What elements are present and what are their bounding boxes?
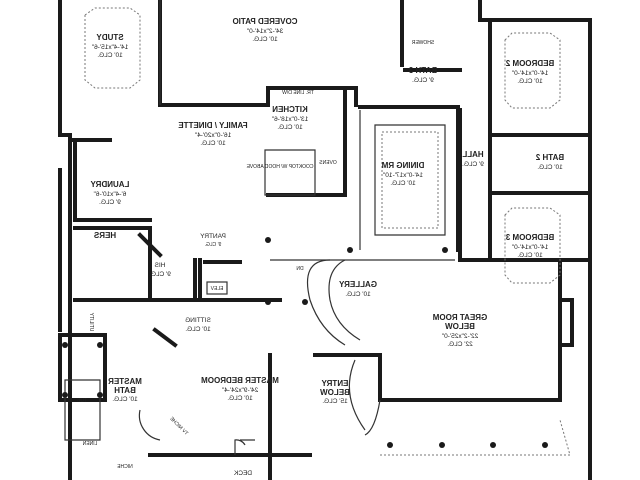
room-family-dinette: FAMILY / DINETTE 16'-0"x20'-4" 10' CLG. [178,121,248,147]
room-ceiling: 9' CLG. [205,242,222,248]
room-sitting: SITTING 10' CLG. [185,317,211,333]
room-name: DINING RM [381,161,424,170]
room-ceiling: 9' CLG. [412,77,434,84]
utility-note: UTILITY [88,312,94,331]
room-dims: 14'-4"x15'-6" [91,44,128,51]
room-deck: DECK [233,470,252,477]
room-dims: 14'-0"x17'-10" [382,172,423,179]
room-sub: BELOW [320,388,350,397]
shower-note: SHOWER [411,40,434,46]
room-ceiling: 10' CLG. [97,52,123,59]
posts [62,237,548,448]
room-ceiling: 10' CLG. [112,396,138,403]
room-name: PANTRY [199,233,225,240]
tr-line-note: TR. LINE D/W [282,90,314,96]
linen-note: LINEN [82,441,97,447]
room-name: HERS [93,231,116,240]
room-dims: 34'-2"x14'-0" [246,28,283,35]
room-ceiling: 9' CLG. [149,271,171,278]
room-name: LAUNDRY [90,180,129,189]
room-sub: BELOW [445,322,475,331]
room-name: GREAT ROOM [432,313,487,322]
room-name: BEDROOM 3 [505,233,554,242]
room-hers: HERS [93,231,116,240]
room-dining: DINING RM 14'-0"x17'-10" 10' CLG. [381,161,424,187]
room-ceiling: 9' CLG. [462,161,484,168]
room-name: BATH 3 [408,66,437,75]
room-sub: BATH [114,386,136,395]
room-ceiling: 22' CLG. [447,341,473,348]
room-ceiling: 10' CLG. [537,164,563,171]
room-bedroom2: BEDROOM 2 14'-0"x14'-0" 10' CLG. [505,59,554,85]
room-dims: 14'-0"x14'-0" [511,244,548,251]
elev-label: ELEV [210,286,223,292]
room-dims: 13'-0"x18'-6" [271,116,308,123]
room-kitchen: KITCHEN 13'-0"x18'-6" 10' CLG. [271,105,308,131]
room-ceiling: 10' CLG. [345,291,371,298]
tv-niche-note: TV NICHE [168,415,189,436]
room-name: MASTER [108,377,142,386]
room-entry: ENTRY BELOW 15' CLG. [320,379,350,405]
room-bath2: BATH 2 10' CLG. [535,153,564,171]
room-bath3: BATH 3 9' CLG. [408,66,437,84]
room-name: BEDROOM 2 [505,59,554,68]
room-ceiling: 10' CLG. [252,36,278,43]
room-name: ENTRY [321,379,348,388]
room-name: MASTER BEDROOM [201,376,279,385]
room-ceiling: 10' CLG. [517,78,543,85]
room-name: HIS [154,262,166,269]
room-name: GALLERY [338,280,377,289]
room-ceiling: 9' CLG. [99,199,121,206]
room-ceiling: 10' CLG. [517,252,543,259]
room-covered-patio: COVERED PATIO 34'-2"x14'-0" 10' CLG. [232,17,297,43]
room-name: BATH 2 [535,153,564,162]
room-pantry: PANTRY 9' CLG. [199,233,225,248]
cooktop-note: COOKTOP W/ HOOD ABOVE [246,164,314,170]
room-dims: 24'-9"x24'-4" [221,387,258,394]
room-master-bath: MASTER BATH 10' CLG. [108,377,142,403]
room-name: KITCHEN [272,105,308,114]
room-name: DECK [233,470,252,477]
ovens-note: OVENS [319,160,337,166]
room-dims: 14'-0"x14'-0" [511,70,548,77]
room-ceiling: 10' CLG. [227,395,253,402]
room-bedroom3: BEDROOM 3 14'-0"x14'-0" 10' CLG. [505,233,554,259]
room-name: STUDY [96,33,124,42]
room-great-room: GREAT ROOM BELOW 22'-2"x25'-0" 22' CLG. [432,313,487,348]
details [64,0,571,456]
room-dims: 22'-2"x25'-0" [441,333,478,340]
room-gallery: GALLERY 10' CLG. [338,280,377,298]
room-ceiling: 10' CLG. [277,124,303,131]
room-ceiling: 10' CLG. [390,180,416,187]
room-name: FAMILY / DINETTE [178,121,248,130]
room-his: HIS 9' CLG. [149,262,171,278]
room-ceiling: 10' CLG. [200,140,226,147]
elevator: ELEV [206,281,228,295]
room-master-bedroom: MASTER BEDROOM 24'-9"x24'-4" 10' CLG. [201,376,279,402]
room-name: SITTING [185,317,211,324]
niche-note: NICHE [117,464,133,470]
room-dims: 16'-0"x20'-4" [194,132,231,139]
stair-down-note: DN [296,266,304,272]
room-ceiling: 10' CLG. [185,326,211,333]
room-name: COVERED PATIO [232,17,297,26]
room-laundry: LAUNDRY 6'-4"x10'-6" 9' CLG. [90,180,129,206]
room-dims: 6'-4"x10'-6" [93,191,126,198]
tub-note: TUB [76,398,87,404]
room-ceiling: 15' CLG. [322,398,348,405]
room-study: STUDY 14'-4"x15'-6" 10' CLG. [91,33,128,59]
room-name: HALL [462,150,483,159]
walls [58,0,592,480]
room-hall: HALL 9' CLG. [462,150,484,168]
